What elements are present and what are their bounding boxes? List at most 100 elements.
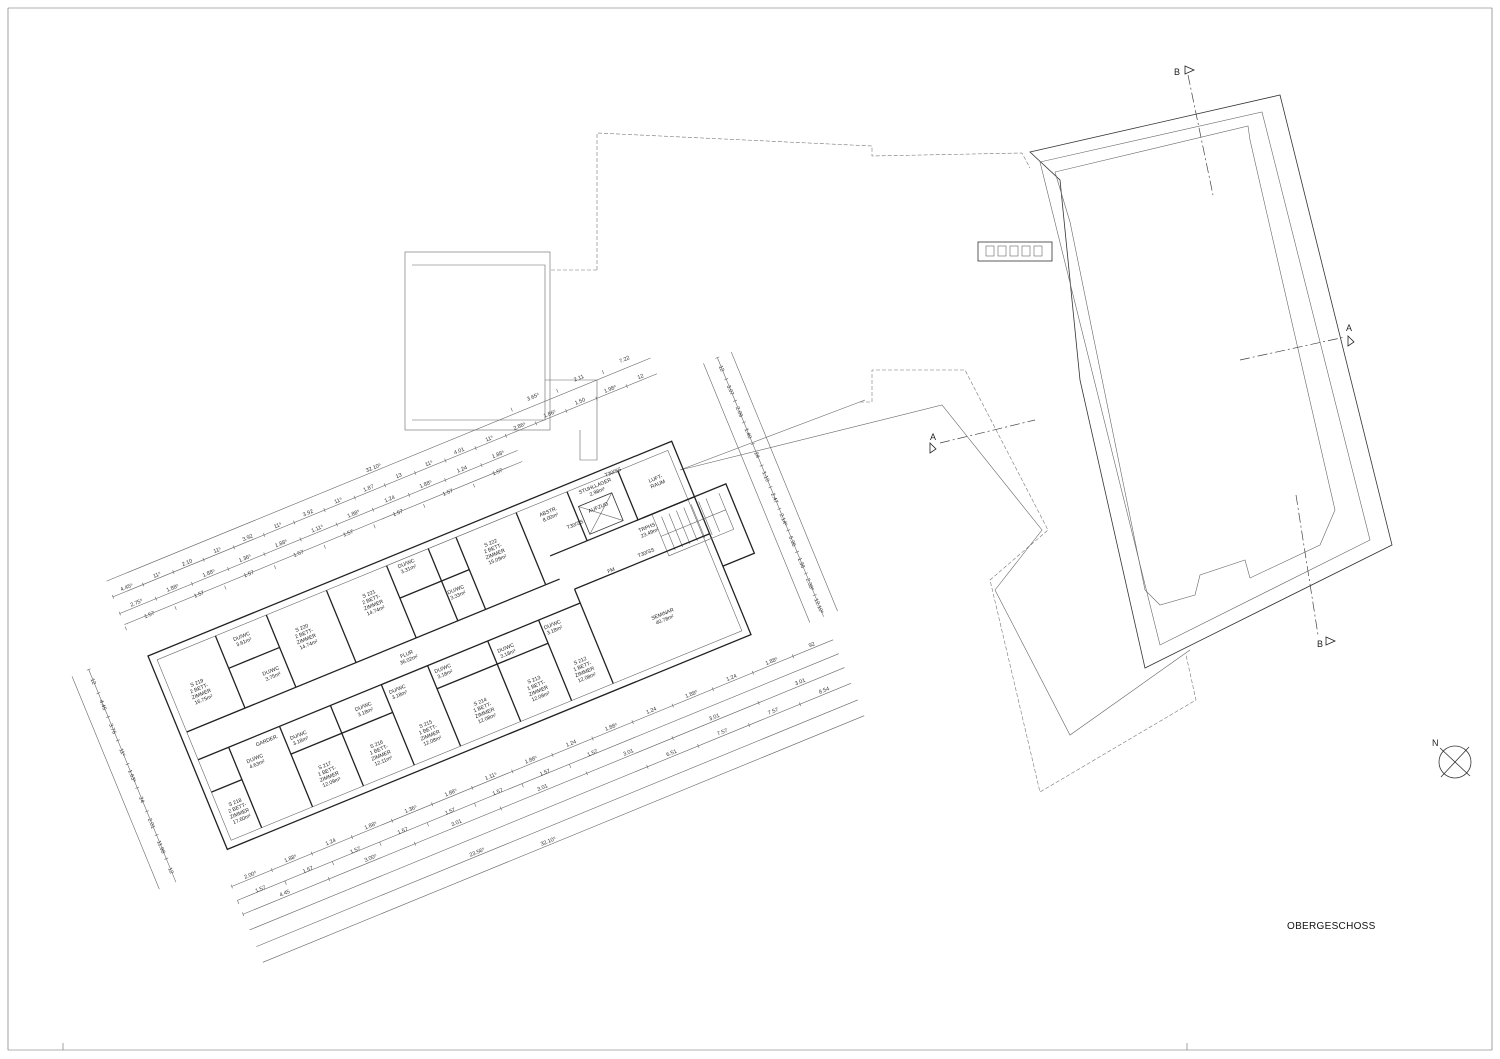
dimension-tick bbox=[799, 702, 802, 707]
room-number: S 221 bbox=[362, 589, 377, 600]
dimension-label: 1.88⁵ bbox=[419, 479, 434, 490]
dimension-tick bbox=[601, 370, 605, 375]
dimension-label: 2.09 bbox=[734, 406, 744, 418]
dimension-tick bbox=[724, 378, 729, 381]
dimension-tick bbox=[423, 503, 426, 508]
dimension-label: 1.10 bbox=[760, 471, 770, 483]
dimension-label: 4.01 bbox=[453, 447, 465, 457]
dimension-label: 1.88⁵ bbox=[346, 508, 361, 519]
dimension-tick bbox=[715, 356, 720, 359]
dimension-label: 3.01 bbox=[451, 819, 463, 829]
partition-walls bbox=[197, 470, 710, 828]
garderobe-label: GARDER. bbox=[255, 734, 279, 749]
dimension-tick bbox=[511, 769, 514, 774]
dimension-tick bbox=[327, 877, 331, 881]
dimension-label: 23.56⁵ bbox=[468, 846, 486, 859]
room-area: 2.98m² bbox=[589, 486, 606, 498]
dimension-tick bbox=[499, 806, 502, 811]
dimension-tick bbox=[371, 507, 374, 512]
wc-area: 3.33m² bbox=[450, 590, 467, 602]
dimension-tick bbox=[671, 703, 674, 708]
dimension-label: 1.57 bbox=[492, 468, 504, 478]
north-arrow: N bbox=[1432, 738, 1472, 779]
dimension-label: 3.65⁵ bbox=[526, 391, 541, 402]
dimension-tick bbox=[569, 764, 572, 769]
wc-area: 3.18m² bbox=[391, 689, 408, 701]
dimension-label: 1.88⁵ bbox=[684, 688, 699, 699]
dimension-tick bbox=[791, 654, 795, 659]
dimension-label: 6.51 bbox=[666, 749, 678, 759]
dimension-tick bbox=[331, 861, 335, 866]
room-number: S 214 bbox=[473, 697, 488, 708]
dimension-label: 1.88⁵ bbox=[202, 568, 217, 579]
dimension-tick bbox=[335, 522, 338, 527]
dimension-label: 24 bbox=[752, 451, 760, 459]
dimension-tick bbox=[323, 508, 326, 513]
dimension-label: 1.57 bbox=[349, 846, 361, 856]
dimension-label: 3.92 bbox=[242, 534, 254, 544]
dimension-label: 1.36⁵ bbox=[403, 804, 418, 815]
dimension-tick bbox=[154, 596, 157, 601]
dimension-tick bbox=[270, 868, 273, 872]
dimension-label: 12 bbox=[717, 365, 725, 373]
dimension-tick bbox=[786, 529, 791, 532]
room-number: RAUM bbox=[650, 479, 666, 490]
dimension-label: 7.57 bbox=[767, 707, 779, 717]
dimension-label: 1.24 bbox=[565, 739, 577, 749]
room-number: S 222 bbox=[484, 538, 499, 549]
dimension-label: 1.57 bbox=[397, 827, 409, 837]
dimension-label: 1.38 bbox=[796, 557, 806, 569]
dimension-tick bbox=[263, 532, 266, 537]
dimension-tick bbox=[413, 841, 416, 846]
room-number: LUFT- bbox=[648, 473, 664, 484]
dimension-label: 11.98 bbox=[155, 840, 166, 855]
dimension-label: 1.57 bbox=[302, 865, 314, 875]
stair-treads bbox=[660, 498, 726, 551]
dimension-tick bbox=[144, 810, 149, 813]
dimension-tick bbox=[202, 557, 205, 562]
room-number: FLUR bbox=[399, 649, 414, 660]
dimension-tick bbox=[391, 818, 394, 823]
dimension-label: 8.54 bbox=[818, 686, 830, 696]
dimension-label: 3.01 bbox=[622, 748, 634, 758]
dimension-label: 1.57 bbox=[243, 570, 255, 580]
dimension-tick bbox=[472, 483, 475, 488]
wc-area: 3.75m² bbox=[265, 671, 282, 683]
room-abstr: ABSTR.8.00m² bbox=[539, 506, 560, 524]
dimension-label: 11⁵ bbox=[117, 747, 127, 757]
section-label-b-bottom: B bbox=[1317, 639, 1323, 649]
dimension-tick bbox=[293, 520, 296, 525]
dimension-tick bbox=[751, 670, 754, 675]
dimension-label: 2.01 bbox=[146, 817, 156, 829]
dimension-tick bbox=[426, 822, 429, 827]
dimension-tick bbox=[124, 626, 127, 631]
dimension-label: 1.88⁵ bbox=[283, 853, 298, 864]
dimension-label: 1.57 bbox=[143, 611, 155, 621]
dimension-tick bbox=[444, 478, 447, 482]
dimension-tick bbox=[595, 396, 598, 401]
dimension-tick bbox=[310, 851, 313, 856]
dimension-label: 1.57 bbox=[492, 788, 504, 798]
fm-label: FM bbox=[607, 567, 616, 575]
section-label-a-left: A bbox=[930, 432, 936, 442]
dimension-tick bbox=[757, 700, 760, 705]
dimension-tick bbox=[383, 483, 386, 488]
site-outline-existing bbox=[404, 132, 1197, 793]
dimension-label: 1.24 bbox=[726, 673, 738, 683]
dimension-tick bbox=[373, 524, 376, 529]
wc-area: 3.18m² bbox=[292, 735, 309, 747]
dimension-tick bbox=[750, 442, 755, 446]
section-arrow-a-left bbox=[929, 442, 937, 454]
dimension-tick bbox=[551, 752, 554, 757]
wc-area: 3.61m² bbox=[235, 637, 252, 649]
dimension-tick bbox=[431, 802, 434, 807]
dimension-label: 1.88⁵ bbox=[604, 721, 619, 732]
dimension-tick bbox=[444, 458, 447, 463]
dimension-label: 1.88⁵ bbox=[165, 582, 180, 593]
dimension-label: 3.01 bbox=[708, 713, 720, 723]
dimension-label: 2.11 bbox=[573, 374, 585, 383]
